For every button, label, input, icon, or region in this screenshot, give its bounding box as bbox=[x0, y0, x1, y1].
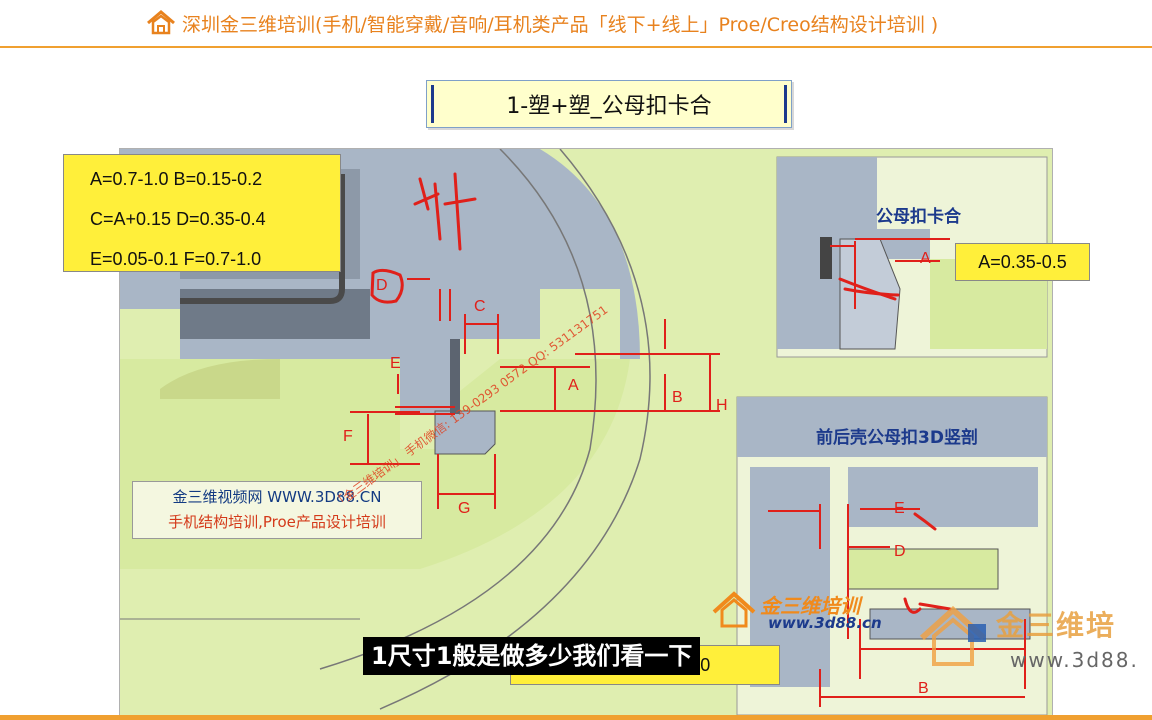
house-logo-icon bbox=[919, 605, 987, 666]
header-bar: 深圳金三维培训(手机/智能穿戴/音响/耳机类产品「线下+线上」Proe/Creo… bbox=[0, 0, 1152, 48]
right-logo-url: www.3d88. bbox=[1010, 648, 1139, 672]
dim-label-e: E bbox=[390, 355, 401, 372]
inset-dark-slot bbox=[820, 237, 832, 279]
watermark-box: 金三维视频网 WWW.3D88.CN 手机结构培训,Proe产品设计培训 bbox=[132, 481, 422, 539]
inset-bottom-right-block bbox=[848, 467, 1038, 527]
dim-label-d: D bbox=[376, 277, 388, 294]
inset-bottom-green-strip bbox=[847, 548, 999, 590]
handwritten-marks bbox=[370, 172, 952, 614]
video-subtitle: 1尺寸1般是做多少我们看一下 bbox=[363, 637, 701, 675]
watermark-line-2: 手机结构培训,Proe产品设计培训 bbox=[168, 513, 386, 531]
dim-label-h: H bbox=[716, 397, 728, 414]
param-line-3: E=0.05-0.1 F=0.7-1.0 bbox=[90, 249, 262, 269]
house-logo-icon bbox=[147, 10, 175, 35]
slide-title: 1-塑+塑_公母扣卡合 bbox=[426, 80, 792, 128]
center-logo-url: www.3d88.cn bbox=[768, 614, 882, 632]
house-logo-icon bbox=[712, 591, 756, 628]
inset-dimension-lines bbox=[768, 238, 1026, 707]
outer-curve bbox=[319, 149, 597, 670]
dim-label-b-inset: B bbox=[918, 680, 929, 697]
parameter-box: A=0.7-1.0 B=0.15-0.2 C=A+0.15 D=0.35-0.4… bbox=[63, 154, 341, 272]
dim-label-b: B bbox=[672, 389, 683, 406]
lower-body-bump bbox=[160, 359, 280, 399]
dim-label-g: G bbox=[458, 500, 471, 517]
right-logo: 金三维培 www.3d88. bbox=[918, 604, 1137, 672]
param-line-2: C=A+0.15 D=0.35-0.4 bbox=[90, 209, 266, 229]
dimension-lines bbox=[350, 278, 720, 509]
center-logo: 金三维培训 www.3d88.cn bbox=[712, 590, 882, 634]
housing-edge bbox=[180, 174, 345, 304]
dim-label-a-inset: A bbox=[920, 250, 931, 267]
inset-title-top: 公母扣卡合 bbox=[876, 207, 961, 227]
param-line-1: A=0.7-1.0 B=0.15-0.2 bbox=[90, 169, 263, 189]
side-parameter-box: A=0.35-0.5 bbox=[955, 243, 1090, 281]
dim-label-c: C bbox=[474, 298, 486, 315]
right-logo-text: 金三维培 bbox=[996, 609, 1117, 642]
dim-label-f: F bbox=[343, 428, 353, 445]
inset-bottom-top-band bbox=[737, 397, 1047, 457]
dim-label-d-inset: D bbox=[894, 543, 906, 560]
watermark-line-1: 金三维视频网 WWW.3D88.CN bbox=[172, 488, 382, 506]
snap-hook bbox=[434, 410, 496, 455]
center-logo-text: 金三维培训 bbox=[760, 594, 860, 618]
snap-gap bbox=[450, 339, 460, 414]
dim-label-e-inset: E bbox=[894, 500, 905, 517]
bottom-accent-strip bbox=[0, 715, 1152, 720]
inset-green bbox=[930, 259, 1047, 349]
inset-title-bottom: 前后壳公母扣3D竖剖 bbox=[816, 428, 978, 448]
header-title: 深圳金三维培训(手机/智能穿戴/音响/耳机类产品「线下+线上」Proe/Creo… bbox=[182, 14, 939, 36]
dim-label-a: A bbox=[568, 377, 579, 394]
